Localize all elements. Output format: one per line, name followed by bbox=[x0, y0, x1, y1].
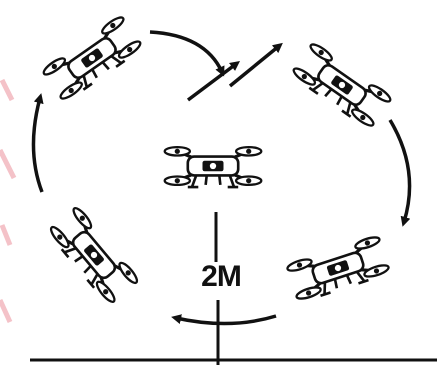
radius-label: 2M bbox=[193, 262, 249, 292]
drone-center bbox=[165, 147, 262, 187]
drone-top-left bbox=[42, 15, 144, 103]
watermark bbox=[0, 80, 14, 322]
drone-bottom-left bbox=[47, 206, 140, 306]
drone-top-right bbox=[290, 42, 392, 130]
drone-right bbox=[286, 235, 390, 303]
